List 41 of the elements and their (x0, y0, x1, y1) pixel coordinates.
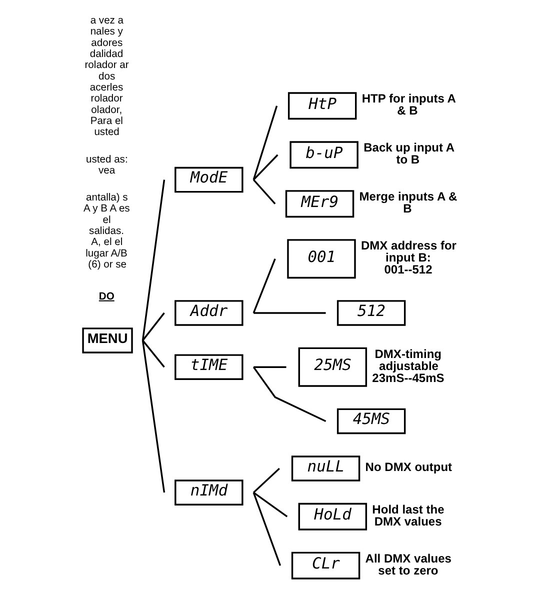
node-box: 512 (336, 300, 406, 326)
label: antalla) s A y B A es el salidas. A, el el lugar A/B (6) or se (83, 192, 130, 271)
node-box: MEr9 (285, 190, 354, 218)
connector (252, 366, 326, 422)
connector (253, 468, 280, 494)
connector (142, 340, 165, 368)
connector (142, 180, 166, 341)
node-box: ModE (174, 166, 244, 193)
node-label: HTP for inputs A & B (362, 92, 456, 118)
node-box: 001 (287, 239, 356, 279)
node-label: No DMX output (365, 460, 452, 474)
node-box: tIME (174, 354, 244, 380)
node-box: b-uP (290, 141, 358, 169)
node-box: 25MS (298, 347, 368, 387)
connector (252, 258, 276, 314)
node-box: 45MS (336, 408, 406, 434)
connector (252, 154, 278, 180)
node-box: Addr (174, 300, 244, 326)
node-label: All DMX values set to zero (365, 551, 452, 578)
node-box: nIMd (174, 480, 244, 506)
node-label: Hold last the DMX values (372, 502, 444, 528)
connector (142, 340, 166, 493)
connector (252, 179, 276, 204)
node-box: HtP (288, 92, 357, 120)
connector (252, 106, 278, 180)
label: DO (98, 291, 114, 302)
node-label: DMX address for input B: 001--512 (361, 238, 456, 277)
label: a vez a nales y adores dalidad rolador ar dos acerles rolador olador, Para el usted (84, 15, 129, 138)
label: usted as: vea (86, 154, 128, 176)
connector (254, 366, 286, 368)
connector (254, 312, 326, 314)
node-box: HoLd (298, 502, 368, 530)
node-label: DMX-timing adjustable 23mS--45mS (372, 346, 444, 385)
node-box: MENU (82, 328, 133, 354)
node-box: nuLL (291, 456, 360, 482)
connector (252, 492, 282, 566)
node-label: Merge inputs A & B (359, 190, 458, 216)
node-label: Back up input A to B (364, 140, 455, 167)
connector (253, 492, 288, 518)
node-box: CLr (291, 552, 360, 580)
connector (142, 312, 165, 341)
